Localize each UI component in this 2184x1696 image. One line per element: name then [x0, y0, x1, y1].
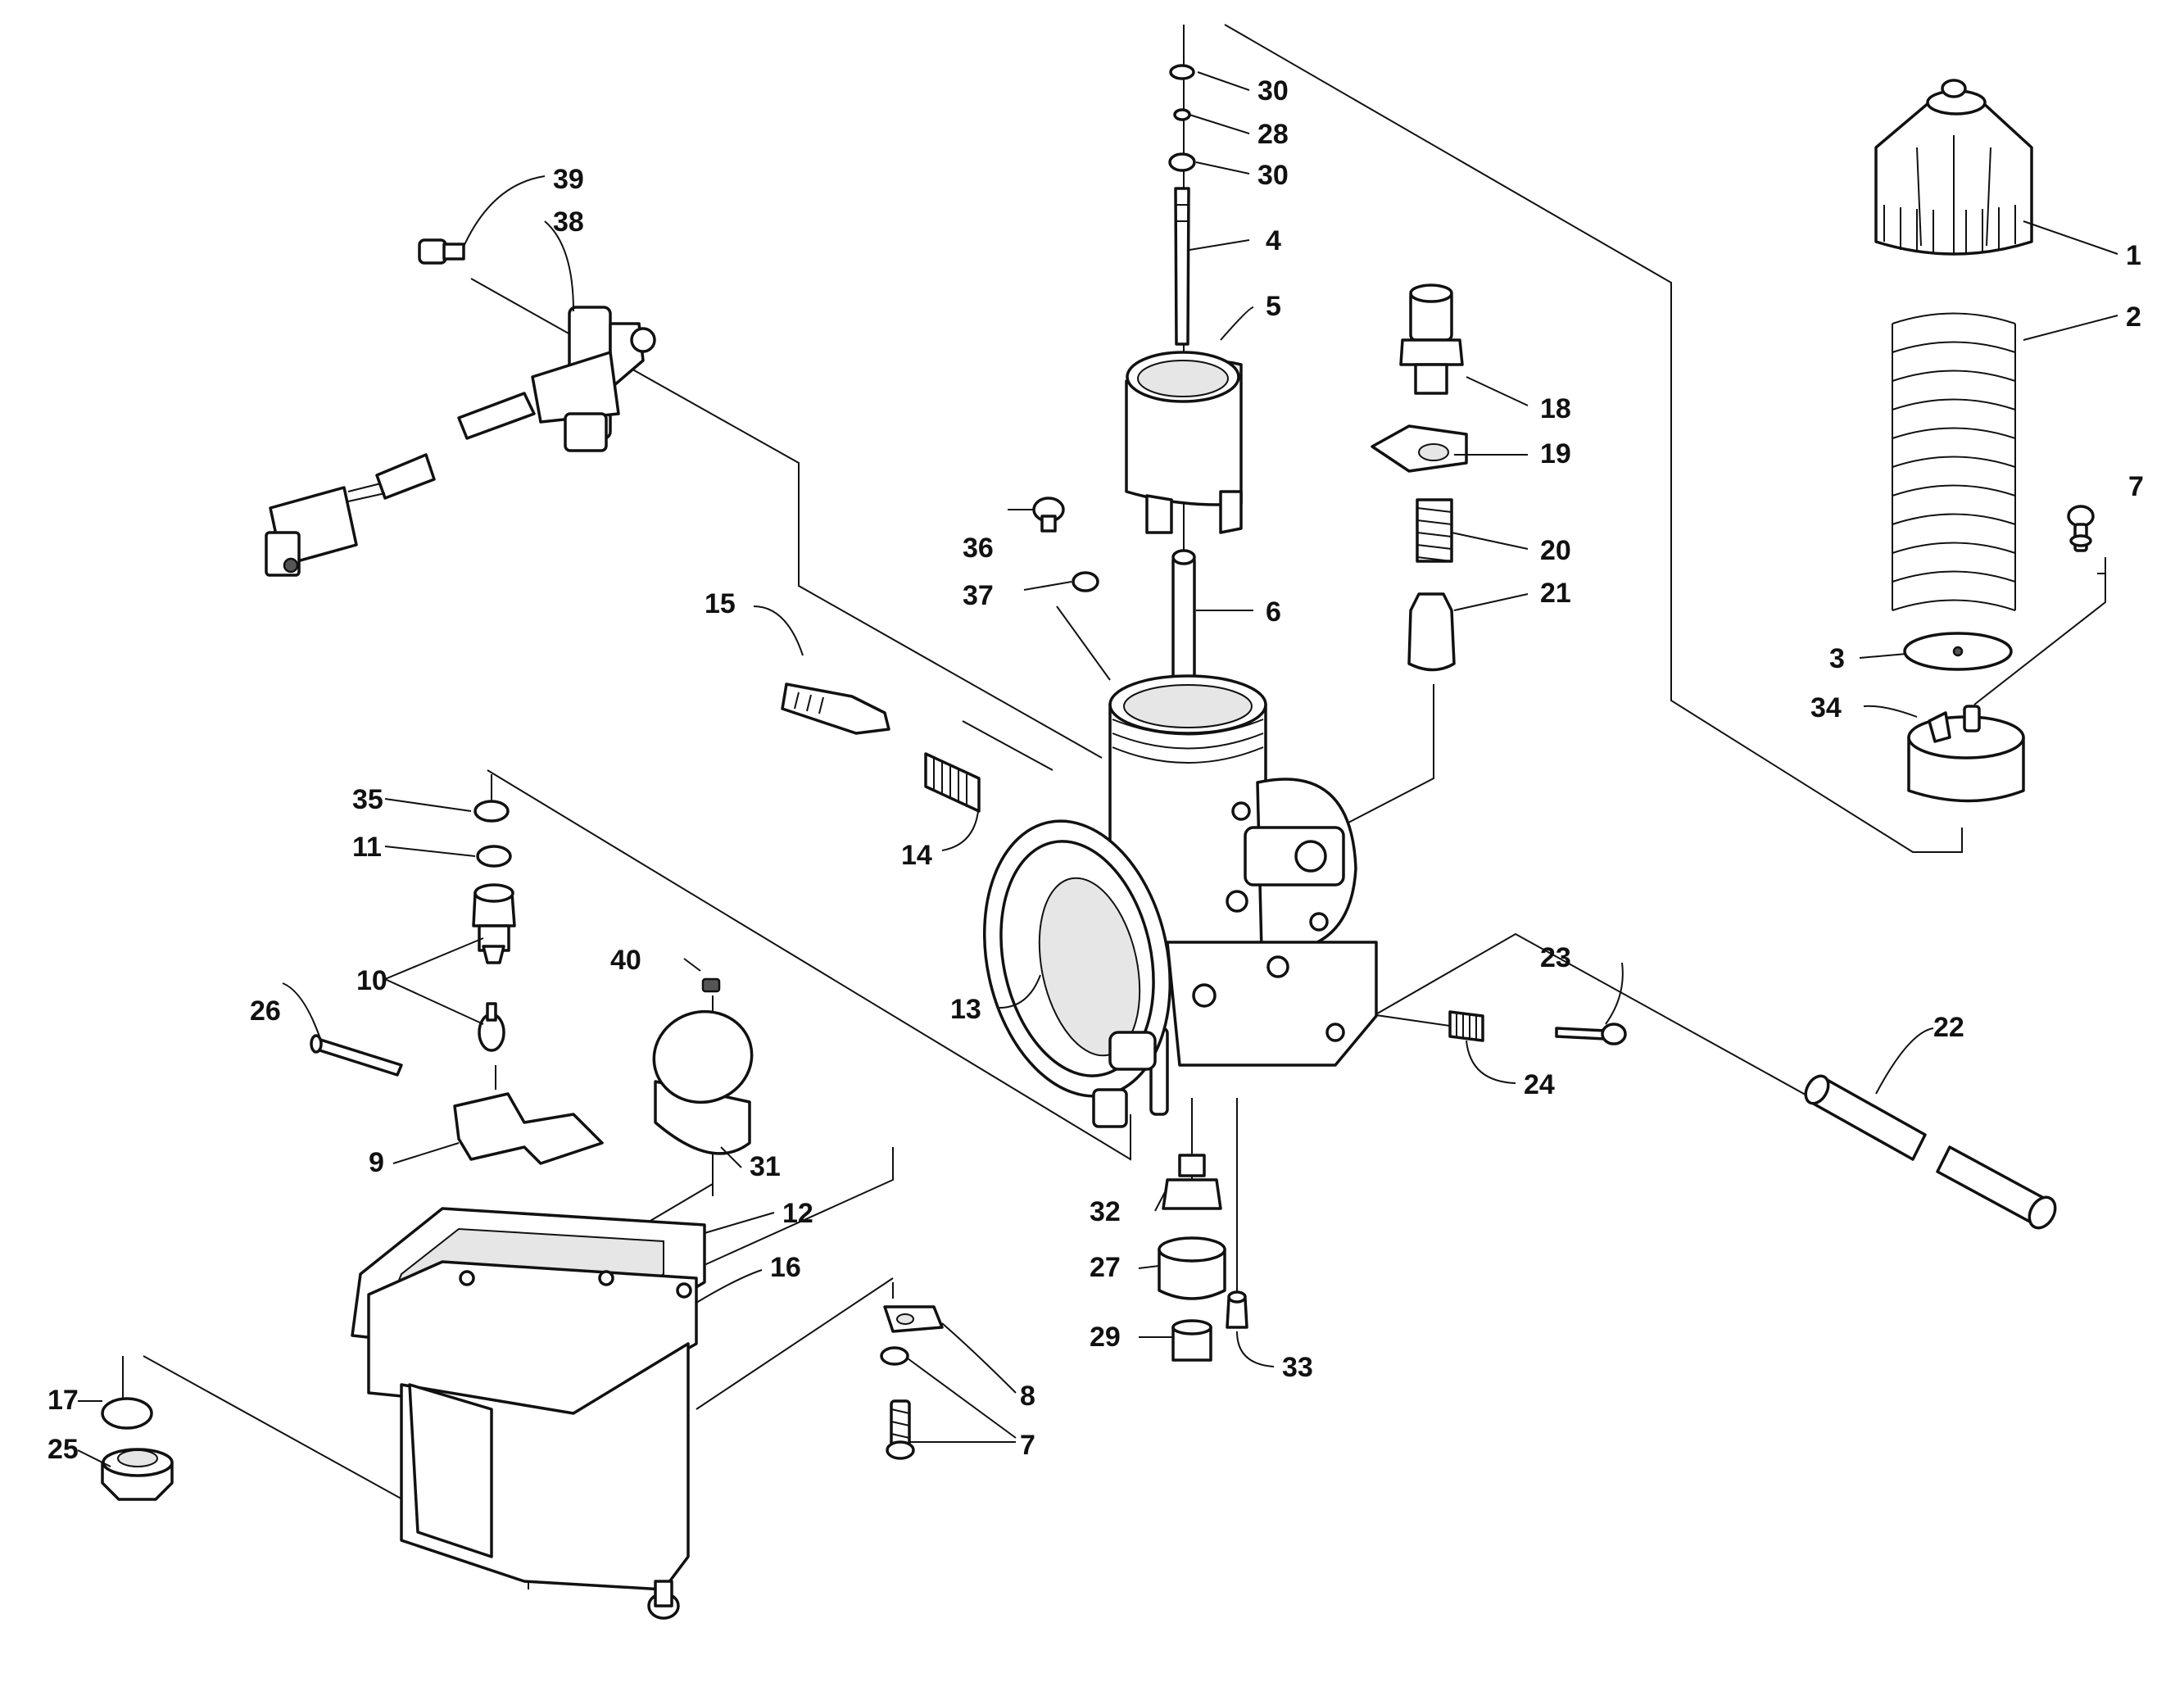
screw-36 — [1032, 497, 1065, 533]
callouts: 30 28 30 4 5 6 36 37 15 14 13 18 19 20 2… — [48, 71, 2144, 1467]
screw-7-bowl — [880, 1346, 915, 1460]
callout-37: 37 — [963, 580, 994, 611]
callout-34: 34 — [1810, 692, 1842, 723]
starter-nut-18 — [1399, 283, 1464, 395]
throttle-valve-group — [1032, 64, 1243, 706]
main-jet-group — [1158, 1154, 1248, 1362]
clip-28 — [1173, 108, 1191, 121]
drain-plug-25 — [101, 1397, 174, 1501]
callout-31: 31 — [750, 1151, 781, 1182]
callout-33: 33 — [1282, 1352, 1313, 1383]
callout-17: 17 — [48, 1385, 79, 1416]
needle-valve-group — [310, 800, 604, 1165]
bowl-hardware-group — [880, 1305, 944, 1460]
callout-12: 12 — [782, 1198, 813, 1229]
washer-30-top — [1169, 64, 1195, 80]
air-screw-15 — [781, 682, 890, 735]
needle-valve-10 — [478, 1002, 505, 1052]
callout-3: 3 — [1829, 643, 1845, 674]
throttle-slide-5 — [1125, 351, 1243, 534]
valve-seat-10 — [472, 883, 516, 964]
callout-7-top: 7 — [2128, 471, 2144, 502]
callout-5: 5 — [1266, 291, 1281, 322]
callout-25: 25 — [48, 1434, 79, 1465]
washer-37 — [1072, 571, 1099, 592]
callout-1: 1 — [2126, 240, 2141, 271]
sensor-screw-39 — [418, 238, 465, 265]
hose-22 — [1804, 1074, 2057, 1230]
needle-holder-34 — [1907, 705, 2025, 803]
callout-39: 39 — [553, 164, 584, 195]
spring-24 — [1448, 1010, 1484, 1042]
pilot-jet-33 — [1226, 1290, 1248, 1329]
washer-35 — [474, 800, 510, 823]
top-cap-group — [1874, 79, 2095, 803]
callout-28: 28 — [1257, 119, 1289, 150]
callout-27: 27 — [1090, 1252, 1121, 1283]
callout-35: 35 — [352, 784, 383, 815]
washer-11 — [476, 845, 512, 868]
jet-needle-4 — [1174, 187, 1190, 346]
callout-32: 32 — [1090, 1196, 1121, 1227]
callout-13: 13 — [950, 994, 981, 1025]
callout-7-bowl: 7 — [1020, 1430, 1035, 1461]
callout-19: 19 — [1540, 438, 1571, 469]
float-arm-9 — [453, 1092, 604, 1165]
spring-2 — [1892, 312, 2016, 611]
needle-jet-32 — [1162, 1154, 1222, 1210]
starter-plunger-21 — [1407, 592, 1456, 672]
idle-screw-23 — [1555, 1027, 1607, 1041]
callout-40: 40 — [610, 945, 641, 976]
callout-22: 22 — [1933, 1012, 1964, 1043]
callout-4: 4 — [1266, 225, 1281, 256]
carburetor-body-13 — [982, 674, 1378, 1128]
callout-18: 18 — [1540, 393, 1571, 424]
callout-14: 14 — [901, 840, 932, 871]
idle-screw-group — [1448, 1010, 1627, 1045]
callout-24: 24 — [1524, 1069, 1555, 1100]
washer-30-lower — [1168, 152, 1196, 172]
callout-15: 15 — [705, 588, 736, 619]
starter-plunger-group — [1371, 283, 1468, 672]
callout-16: 16 — [770, 1252, 801, 1283]
float-bowl-group — [101, 1207, 706, 1620]
callout-30-lower: 30 — [1257, 160, 1289, 191]
callout-29: 29 — [1090, 1322, 1121, 1353]
baffle-27 — [1158, 1236, 1226, 1300]
lever-plate-19 — [1371, 424, 1468, 473]
float-group — [652, 977, 754, 1155]
callout-10: 10 — [356, 965, 387, 996]
throttle-sensor-38 — [265, 306, 656, 577]
callout-36: 36 — [963, 533, 994, 564]
spring-20 — [1416, 498, 1453, 563]
air-screw-group — [781, 682, 981, 813]
bracket-8 — [883, 1305, 944, 1333]
callout-9: 9 — [369, 1147, 384, 1178]
callout-11: 11 — [352, 832, 382, 863]
callout-6: 6 — [1266, 596, 1281, 628]
screw-7-top — [2067, 505, 2095, 552]
callout-26: 26 — [250, 995, 281, 1027]
plate-3 — [1903, 632, 2013, 671]
float-bowl-16 — [367, 1260, 698, 1620]
float-31 — [652, 1009, 754, 1155]
callout-30-top: 30 — [1257, 75, 1289, 107]
o-ring-17 — [101, 1397, 153, 1430]
callout-8: 8 — [1020, 1381, 1035, 1412]
cap-1 — [1874, 79, 2033, 256]
callout-38: 38 — [553, 206, 584, 238]
float-pin-26 — [310, 1034, 403, 1077]
plug-40 — [701, 977, 721, 993]
throttle-sensor-group — [265, 238, 656, 577]
main-jet-29 — [1171, 1319, 1212, 1362]
callout-23: 23 — [1540, 942, 1571, 973]
callout-20: 20 — [1540, 535, 1571, 566]
callout-2: 2 — [2126, 302, 2141, 333]
callout-21: 21 — [1540, 578, 1571, 609]
